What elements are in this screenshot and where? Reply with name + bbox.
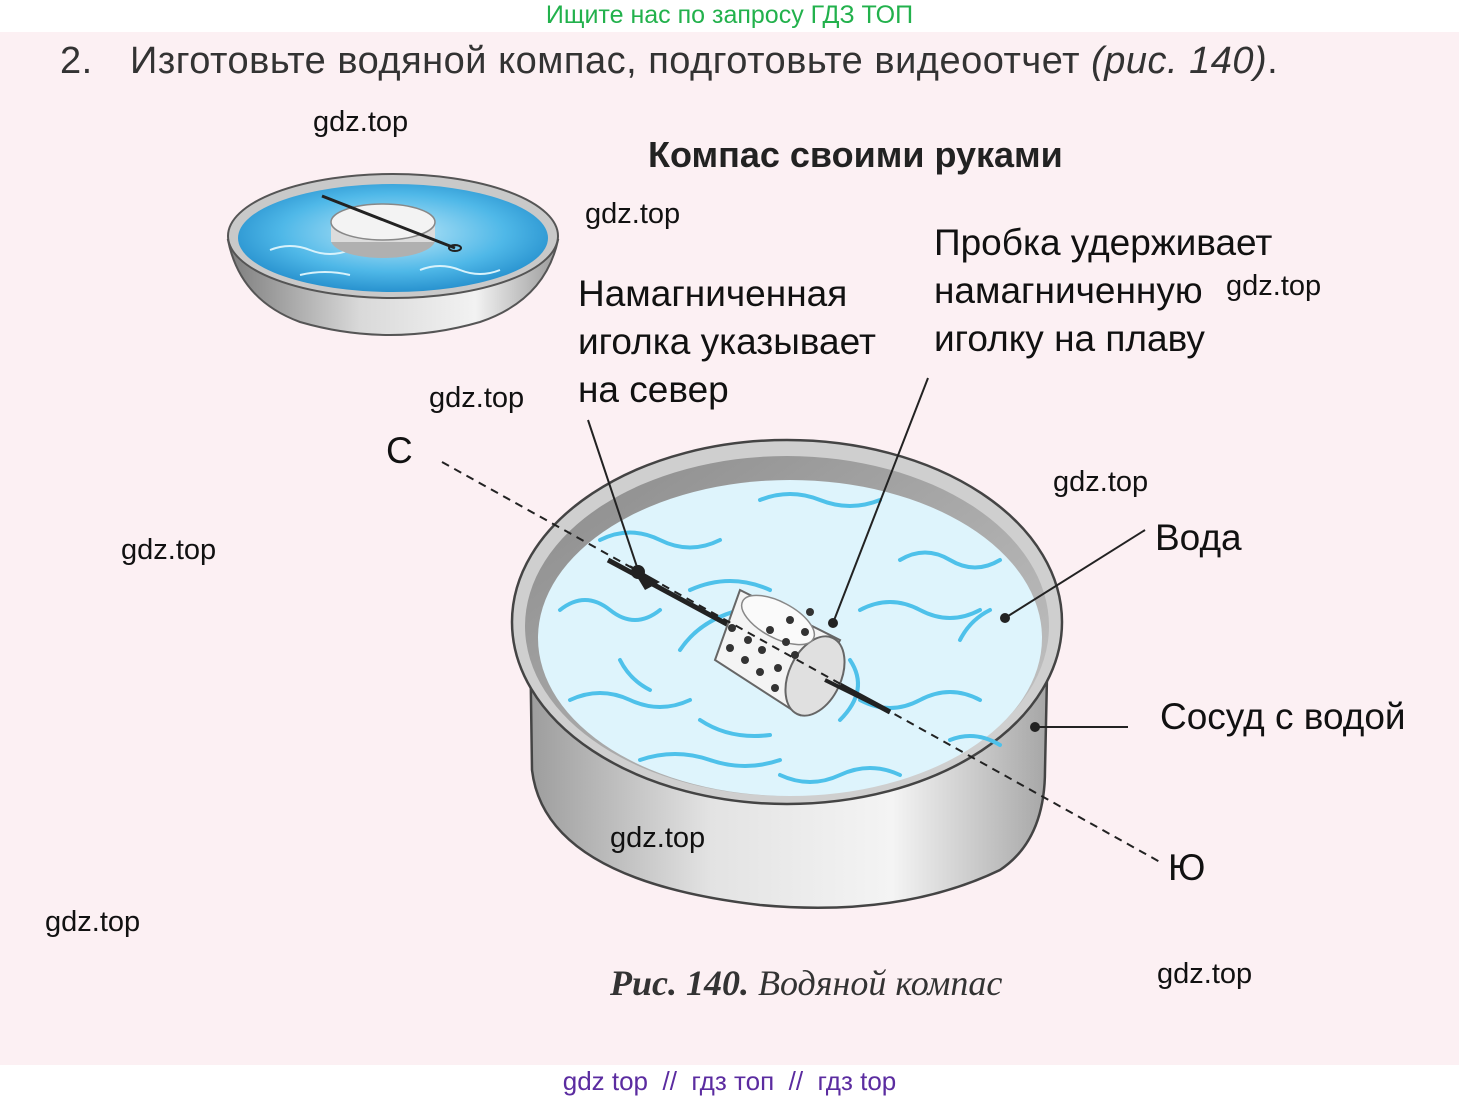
needle-label-line-1: Намагниченная [578, 273, 848, 314]
watermark: gdz.top [45, 906, 141, 938]
figure-reference: (рис. 140) [1091, 40, 1268, 82]
task-period: . [1267, 40, 1279, 82]
figure-caption: Рис. 140. Водяной компас [610, 962, 1002, 1004]
watermark: gdz.top [313, 106, 409, 138]
footer-links[interactable]: gdz top // гдз топ // гдз top [562, 1066, 897, 1096]
needle-label: Намагниченная иголка указывает на север [578, 270, 876, 414]
needle-label-line-3: на север [578, 369, 729, 410]
cork-label-line-3: иголку на плаву [934, 318, 1205, 359]
cork-label-line-2: намагниченную [934, 270, 1203, 311]
top-banner[interactable]: Ищите нас по запросу ГДЗ ТОП [0, 0, 1459, 32]
watermark: gdz.top [1226, 270, 1322, 302]
watermark: gdz.top [1053, 466, 1149, 498]
watermark: gdz.top [1157, 958, 1253, 990]
north-label: С [386, 430, 413, 471]
watermark: gdz.top [585, 198, 681, 230]
watermark: gdz.top [121, 534, 217, 566]
watermark: gdz.top [610, 822, 706, 854]
task-number: 2. [60, 40, 93, 82]
large-bowl [510, 438, 1064, 909]
caption-number: Рис. 140. [610, 963, 749, 1003]
needle-label-line-2: иголка указывает [578, 321, 876, 362]
caption-text: Водяной компас [749, 963, 1003, 1003]
water-waves [558, 492, 1002, 784]
cork-label-line-1: Пробка удерживает [934, 222, 1273, 263]
task-text: 2. Изготовьте водяной компас, подготовьте… [60, 40, 1278, 83]
leader-lines [587, 377, 1146, 728]
cork [713, 588, 846, 717]
small-bowl [226, 173, 560, 336]
banner-text[interactable]: Ищите нас по запросу ГДЗ ТОП [545, 1, 914, 29]
south-label: Ю [1168, 847, 1206, 888]
figure-heading: Компас своими руками [648, 134, 1063, 175]
cork-label: Пробка удерживает намагниченную иголку н… [934, 219, 1272, 363]
watermark: gdz.top [429, 382, 525, 414]
vessel-label: Сосуд с водой [1160, 696, 1406, 737]
water-label: Вода [1155, 517, 1242, 558]
task-body: Изготовьте водяной компас, подготовьте в… [130, 40, 1092, 82]
north-south-line [441, 461, 1161, 863]
